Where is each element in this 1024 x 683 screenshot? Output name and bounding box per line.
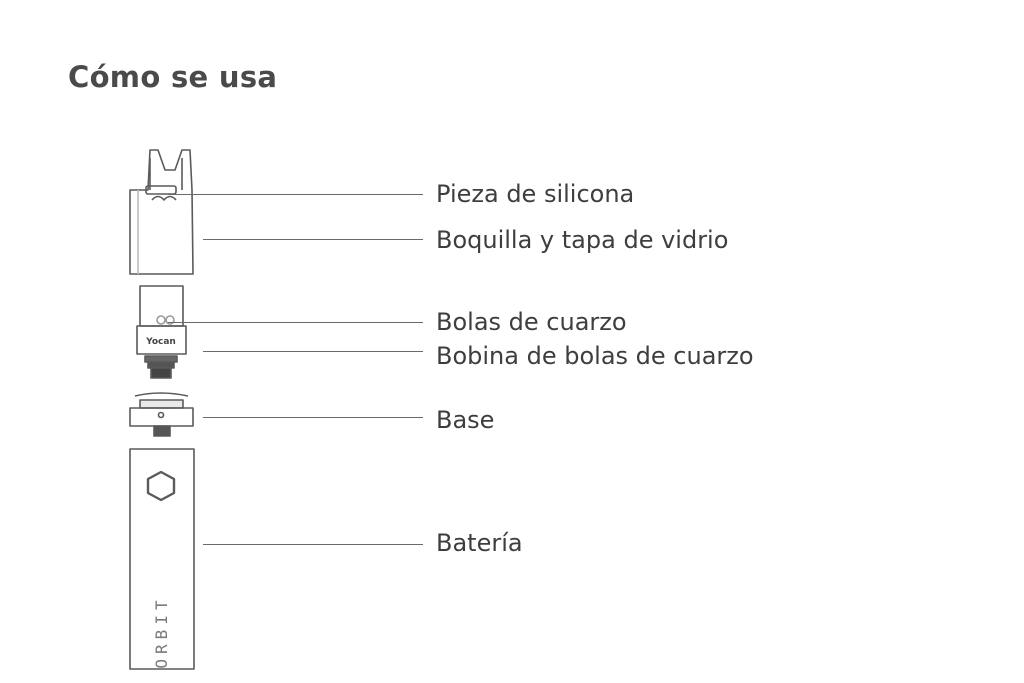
page-title: Cómo se usa [68,60,278,94]
battery-brand-text: ORBIT [152,595,171,668]
coil-brand-text: Yocan [145,337,176,347]
label-battery: Batería [436,529,523,557]
battery-part [129,448,195,670]
callout-line-silicone [168,194,423,196]
label-silicone: Pieza de silicona [436,180,635,208]
label-mouthpiece: Boquilla y tapa de vidrio [436,226,729,254]
label-quartz-balls: Bolas de cuarzo [436,308,627,336]
coil-part [136,285,187,379]
callout-line-base [203,417,423,419]
callout-line-quartz-balls [168,322,423,324]
callout-line-coil [203,351,423,353]
label-coil: Bobina de bolas de cuarzo [436,342,754,370]
label-base: Base [436,406,495,434]
base-part [129,392,194,437]
callout-line-mouthpiece [203,239,423,241]
callout-line-battery [203,544,423,546]
mouthpiece-part [129,149,194,275]
